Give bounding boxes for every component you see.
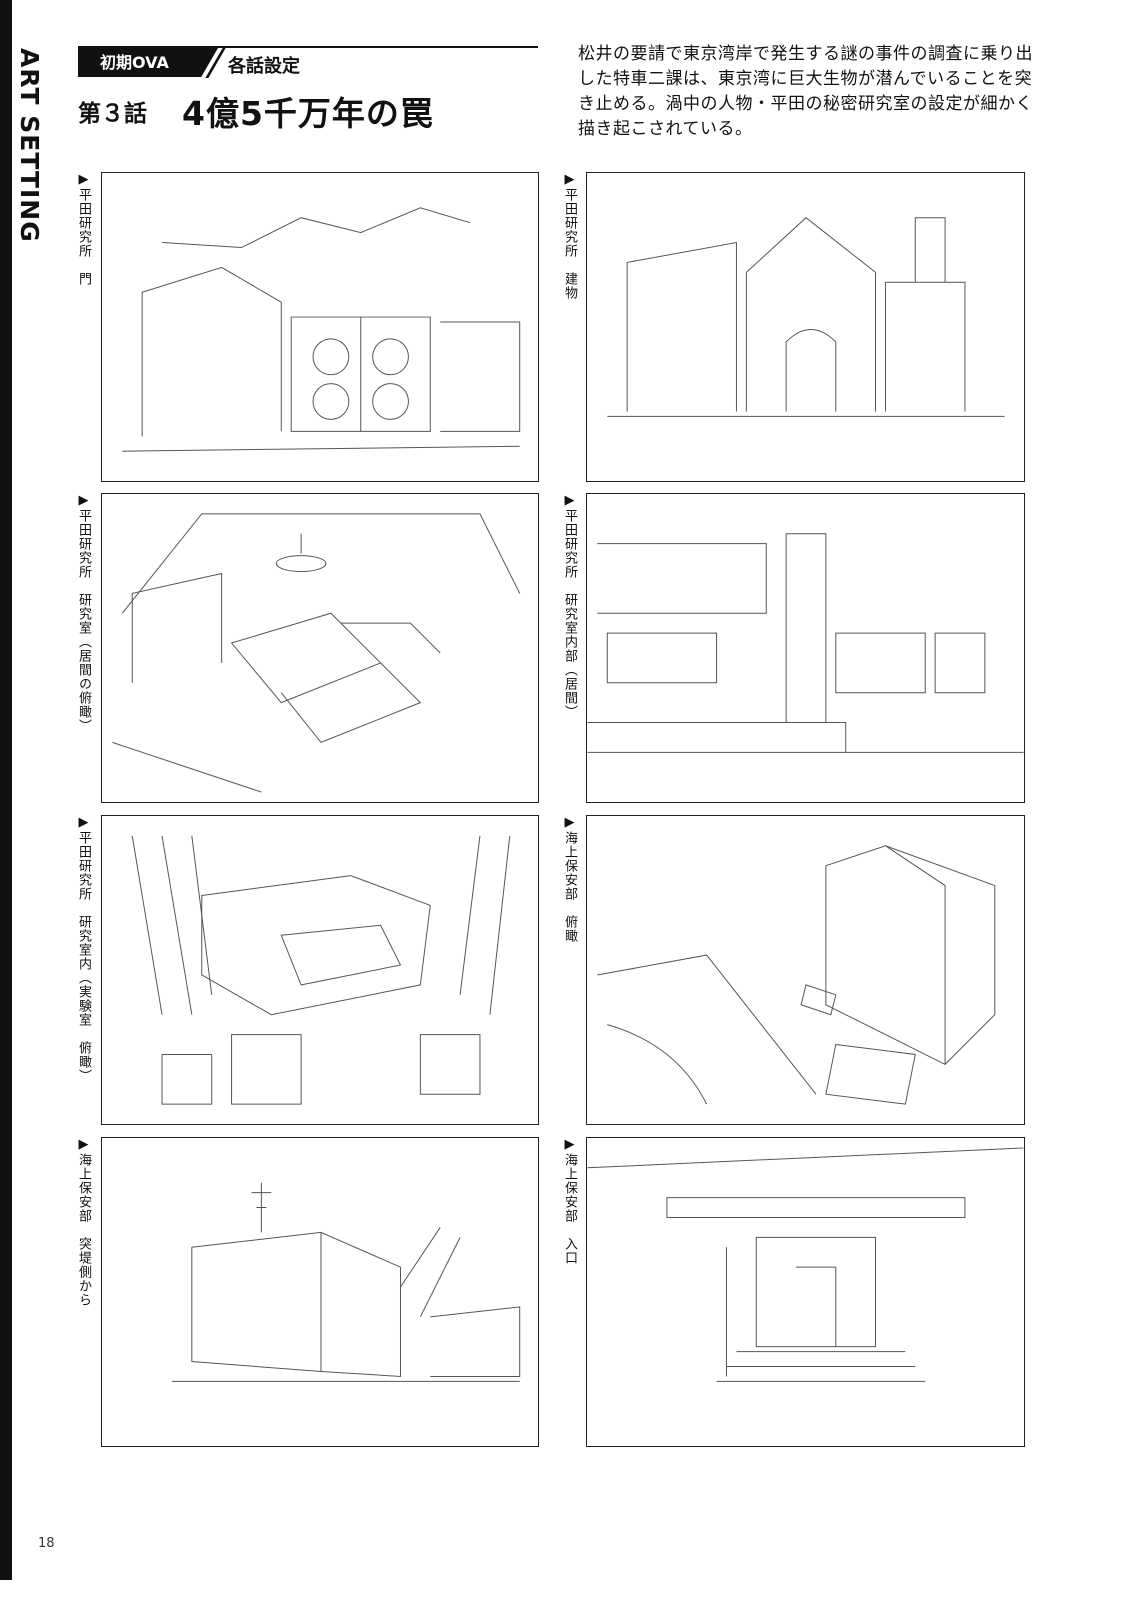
- panel-building-sketch: [586, 172, 1025, 482]
- side-tab-bar: [0, 0, 12, 1580]
- coastguard-overhead-illustration: [597, 845, 996, 1105]
- panel-lab-living-interior-sketch: [586, 493, 1025, 803]
- panel-caption-coastguard-pier: ▶海上保安部 突堤側から: [76, 1137, 91, 1307]
- coastguard-pier-illustration: [171, 1182, 521, 1382]
- panel-caption-lab-living-overhead: ▶平田研究所 研究室（居間の俯瞰）: [76, 493, 91, 733]
- header-rule: [78, 46, 538, 48]
- panel-caption-coastguard-overhead: ▶海上保安部 俯瞰: [562, 815, 577, 943]
- panel-coastguard-entrance-sketch: [586, 1137, 1025, 1447]
- episode-summary: 松井の要請で東京湾岸で発生する謎の事件の調査に乗り出した特車二課は、東京湾に巨大…: [578, 44, 1033, 139]
- page-header: 初期OVA 各話設定 第３話 4億5千万年の罠: [78, 45, 538, 135]
- lab-living-overhead-illustration: [112, 513, 521, 793]
- panel-caption-lab-experiment-overhead: ▶平田研究所 研究室内（実験室 俯瞰）: [76, 815, 91, 1083]
- episode-number: 第３話: [78, 101, 147, 127]
- panel-lab-experiment-sketch: [101, 815, 539, 1125]
- panel-caption-gate: ▶平田研究所 門: [76, 172, 91, 286]
- panel-caption-lab-living-interior: ▶平田研究所 研究室内部（居間）: [562, 493, 577, 719]
- gate-illustration: [122, 207, 521, 452]
- panel-caption-building: ▶平田研究所 建物: [562, 172, 577, 300]
- ova-badge: 初期OVA: [78, 48, 218, 77]
- side-tab-label: ART SETTING: [15, 48, 44, 243]
- page-number: 18: [38, 1536, 55, 1551]
- section-label: 各話設定: [228, 56, 300, 77]
- lab-experiment-illustration: [131, 835, 511, 1105]
- panel-coastguard-overhead-sketch: [586, 815, 1025, 1125]
- episode-title: 4億5千万年の罠: [182, 94, 434, 133]
- coastguard-entrance-illustration: [587, 1147, 1024, 1382]
- panel-lab-living-overhead-sketch: [101, 493, 539, 803]
- lab-living-interior-illustration: [587, 533, 1024, 753]
- panel-gate-sketch: [101, 172, 539, 482]
- panel-caption-coastguard-entrance: ▶海上保安部 入口: [562, 1137, 577, 1265]
- panel-coastguard-pier-sketch: [101, 1137, 539, 1447]
- building-illustration: [607, 217, 1005, 417]
